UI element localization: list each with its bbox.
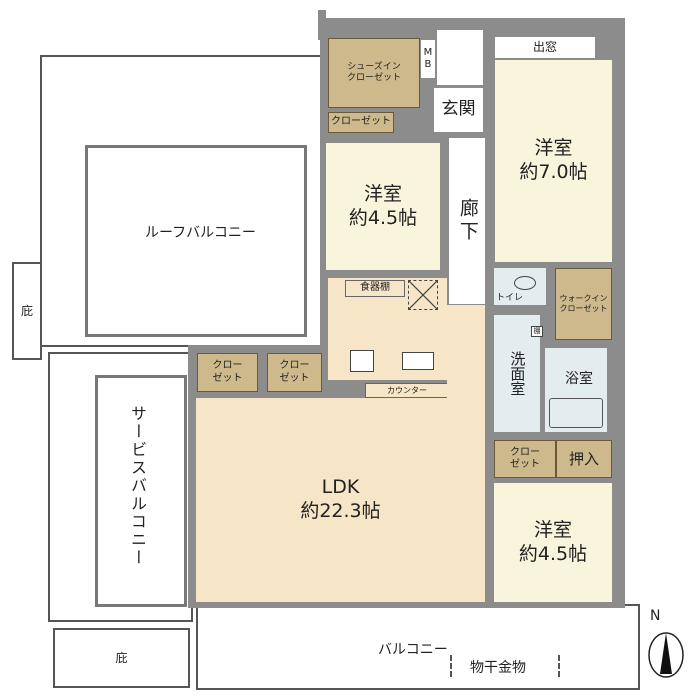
bathroom: 浴室 xyxy=(545,348,607,432)
shelf: 棚 xyxy=(531,326,543,337)
western-room-2-size: 約7.0帖 xyxy=(519,161,588,183)
toilet-icon xyxy=(514,276,536,290)
roof-balcony-railing xyxy=(85,145,307,337)
toilet-label: トイレ xyxy=(496,293,524,303)
clothes-rail xyxy=(450,655,560,677)
western-room-3-name: 洋室 xyxy=(533,518,572,541)
bay-window: 出窓 xyxy=(495,37,595,58)
meter-box-label: M B xyxy=(423,46,433,71)
service-balcony-label: サービスバルコニー xyxy=(128,405,147,567)
eave-left-label: 庇 xyxy=(20,303,33,318)
balcony-label: バルコニー xyxy=(378,642,448,658)
ldk-size: 約22.3帖 xyxy=(300,500,381,522)
cupboard-label: 食器棚 xyxy=(360,282,390,294)
ldk-passage xyxy=(447,305,485,400)
stove-icon xyxy=(350,350,374,372)
ldk-closet-2-label: クロー ゼット xyxy=(279,360,310,384)
eave-left: 庇 xyxy=(12,262,42,360)
entrance: 玄関 xyxy=(434,88,483,132)
western-room-2: 洋室 約7.0帖 xyxy=(495,60,612,262)
eave-bottom: 庇 xyxy=(53,628,190,688)
western-room-1: 洋室 約4.5帖 xyxy=(326,143,440,270)
shelf-label: 棚 xyxy=(533,327,541,336)
western-room-3: 洋室 約4.5帖 xyxy=(494,483,612,602)
walkin-closet[interactable]: ウォークイン クローゼット xyxy=(555,268,612,340)
entrance-label: 玄関 xyxy=(441,99,476,120)
closet-right[interactable]: クロー ゼット xyxy=(494,440,556,478)
service-balcony-area xyxy=(48,352,193,622)
cupboard: 食器棚 xyxy=(345,280,405,297)
eave-bottom-label: 庇 xyxy=(115,650,128,665)
closet-top[interactable]: クローゼット xyxy=(328,112,394,133)
north-arrow-icon xyxy=(648,632,684,678)
western-room-3-size: 約4.5帖 xyxy=(518,542,588,565)
range-hood-icon xyxy=(408,280,438,310)
walkin-closet-label: ウォークイン クローゼット xyxy=(559,294,608,313)
closet-top-label: クローゼット xyxy=(331,116,391,128)
hallway: 廊下 xyxy=(449,138,485,304)
counter-label: カウンター xyxy=(387,385,427,395)
western-room-2-name: 洋室 xyxy=(534,137,573,160)
ldk-name: LDK xyxy=(321,476,360,499)
compass-label: N xyxy=(650,608,661,624)
bay-window-label: 出窓 xyxy=(532,40,557,54)
wall-top xyxy=(318,10,326,40)
counter: カウンター xyxy=(365,383,449,398)
shoe-closet-label: シューズイン クローゼット xyxy=(346,61,401,83)
closet-right-label: クロー ゼット xyxy=(510,446,540,471)
bathtub-icon xyxy=(549,398,603,428)
balcony-area xyxy=(196,604,640,690)
oshiire-label: 押入 xyxy=(568,449,599,468)
entrance-door[interactable] xyxy=(437,30,483,85)
western-room-1-size: 約4.5帖 xyxy=(348,206,418,229)
ldk-closet-1[interactable]: クロー ゼット xyxy=(197,353,258,392)
ldk: LDK 約22.3帖 xyxy=(196,398,485,602)
western-room-1-name: 洋室 xyxy=(363,182,402,205)
washroom-label: 洗面室 xyxy=(508,351,527,396)
oshiire[interactable]: 押入 xyxy=(556,440,612,478)
meter-box: M B xyxy=(421,40,435,78)
clothes-rail-label: 物干金物 xyxy=(470,660,526,676)
hallway-label: 廊下 xyxy=(456,198,479,244)
ldk-closet-2[interactable]: クロー ゼット xyxy=(267,353,322,392)
ldk-closet-1-label: クロー ゼット xyxy=(212,360,243,384)
sink-icon xyxy=(402,352,434,370)
shoe-closet[interactable]: シューズイン クローゼット xyxy=(328,38,420,108)
service-balcony-railing xyxy=(95,375,187,607)
roof-balcony-label: ルーフバルコニー xyxy=(145,225,256,241)
bathroom-label: 浴室 xyxy=(565,371,593,387)
toilet: トイレ xyxy=(494,268,546,305)
